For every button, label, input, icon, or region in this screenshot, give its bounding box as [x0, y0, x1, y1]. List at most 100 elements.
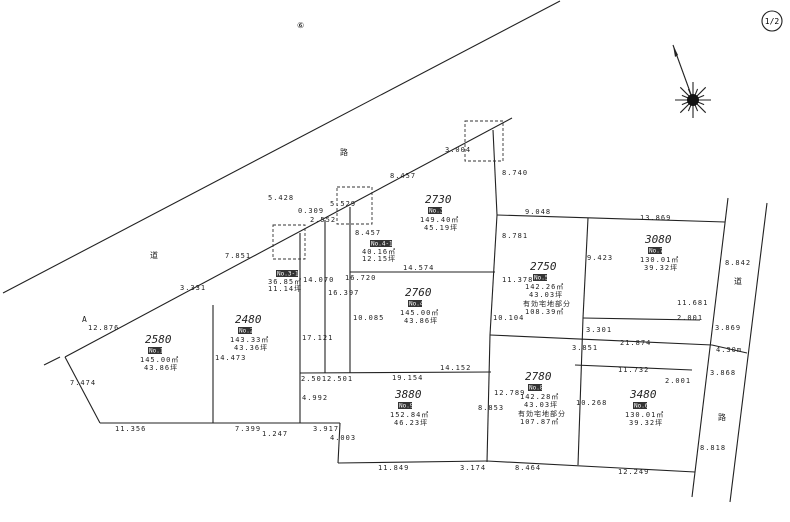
lot-badge	[533, 274, 547, 281]
boundary-line	[486, 334, 491, 463]
lot-number: 2730	[425, 193, 452, 206]
dimension-label: 3.869	[715, 324, 741, 332]
lot-area-tsubo: 46.23坪	[394, 419, 428, 427]
lot-badge-text: No.8	[529, 385, 544, 392]
dimension-label: 2.001	[677, 314, 703, 322]
boundary-lines	[2, 0, 768, 503]
sublot-badge-text: No.3-1	[277, 271, 299, 278]
lot-area-tsubo: 43.86坪	[144, 364, 178, 372]
boundary-line	[492, 129, 498, 216]
page-number: 1/2	[765, 17, 780, 26]
dimension-label: 8.457	[355, 229, 381, 237]
dimension-label: 0.309	[298, 207, 324, 215]
marker-box	[336, 186, 373, 225]
dimension-label: 11.356	[115, 425, 146, 433]
dimension-label: 11.732	[618, 366, 649, 374]
dimension-label: 7.474	[70, 379, 96, 387]
lot-area-tsubo: 39.32坪	[629, 419, 663, 427]
boundary-line	[64, 356, 101, 424]
lot-number: 3880	[394, 388, 422, 401]
dimension-label: 21.874	[620, 339, 651, 347]
lot-number: 2480	[235, 313, 262, 326]
sublot-badge-text: No.4-1	[371, 241, 393, 248]
lot-effective-label: 有効宅地部分	[523, 299, 571, 308]
boundary-line	[496, 214, 726, 223]
dimension-label: 8.818	[700, 444, 726, 452]
lot-area-m2: 130.01㎡	[625, 411, 664, 419]
boundary-line	[489, 334, 713, 346]
sublot-badge	[370, 240, 392, 247]
lot-number: 3080	[644, 233, 672, 246]
road-label-top-b: 路	[340, 147, 348, 157]
dimension-label: 11.849	[378, 464, 409, 472]
lot-area-tsubo: 43.03坪	[524, 401, 558, 409]
lot-number: 3480	[629, 388, 657, 401]
lot-area-m2: 145.00㎡	[400, 309, 439, 317]
lot-badge	[648, 247, 662, 254]
sublot-area-m2: 36.85㎡	[268, 278, 302, 286]
dimension-label: 17.121	[302, 334, 333, 342]
lot-area-tsubo: 45.19坪	[424, 224, 458, 232]
dimension-label: 2.001	[665, 377, 691, 385]
dimension-label: 8.842	[725, 259, 751, 267]
lot-badge	[238, 327, 252, 334]
dimension-label: 3.868	[710, 369, 736, 377]
sublot-area-m2: 40.16㎡	[362, 248, 396, 256]
dimension-label: 12.876	[88, 324, 119, 332]
sublot-area-tsubo: 12.15坪	[362, 255, 396, 263]
dimension-label: 2.552	[310, 216, 336, 224]
boundary-line	[43, 356, 61, 366]
dimension-label: 13.869	[640, 214, 671, 222]
dimension-label: 8.464	[515, 464, 541, 472]
lot-badge-text: No.5	[534, 275, 549, 282]
dimension-label: 5.428	[268, 194, 294, 202]
dimension-label: 8.740	[502, 169, 528, 177]
dimension-label: 12.789	[494, 389, 525, 397]
dimension-label: 3.917	[313, 425, 339, 433]
lot-number: 2760	[405, 286, 432, 299]
dimension-label: 9.048	[525, 208, 551, 216]
dimension-label: 19.154	[392, 374, 423, 382]
dimension-label: 11.378	[502, 276, 533, 284]
road-label-right-b: 路	[718, 412, 726, 422]
dimension-label: 16.397	[328, 289, 359, 297]
dimension-label: 14.070	[303, 276, 334, 284]
boundary-line	[582, 217, 589, 319]
lot-area-m2: 142.26㎡	[525, 283, 564, 291]
boundary-line	[577, 317, 584, 466]
dimension-label: 8.781	[502, 232, 528, 240]
dimension-label: 16.720	[345, 274, 376, 282]
page-marker: 1/2	[761, 10, 783, 32]
boundary-line	[486, 460, 696, 473]
lot-area-tsubo: 43.36坪	[234, 344, 268, 352]
lot-badge	[633, 402, 647, 409]
dimension-label: 9.423	[587, 254, 613, 262]
lot-area-m2: 149.40㎡	[420, 216, 459, 224]
dimension-label: 8.853	[478, 404, 504, 412]
lot-area-m2: 152.84㎡	[390, 411, 429, 419]
lot-badge-text: No.6	[634, 403, 649, 410]
lot-area-tsubo: 43.03坪	[529, 291, 563, 299]
lot-badge	[148, 347, 162, 354]
lot-effective-label: 有効宅地部分	[518, 409, 566, 418]
lot-number: 2780	[525, 370, 552, 383]
lot-badge	[398, 402, 412, 409]
boundary-line	[337, 422, 341, 464]
dimension-label: 2.501	[301, 375, 327, 383]
boundary-line	[64, 117, 513, 358]
dimension-label: 3.301	[586, 326, 612, 334]
lot-number: 2750	[530, 260, 557, 273]
lot-area-m2: 130.01㎡	[640, 256, 679, 264]
dimension-label: 11.681	[677, 299, 708, 307]
dimension-label: 7.399	[235, 425, 261, 433]
